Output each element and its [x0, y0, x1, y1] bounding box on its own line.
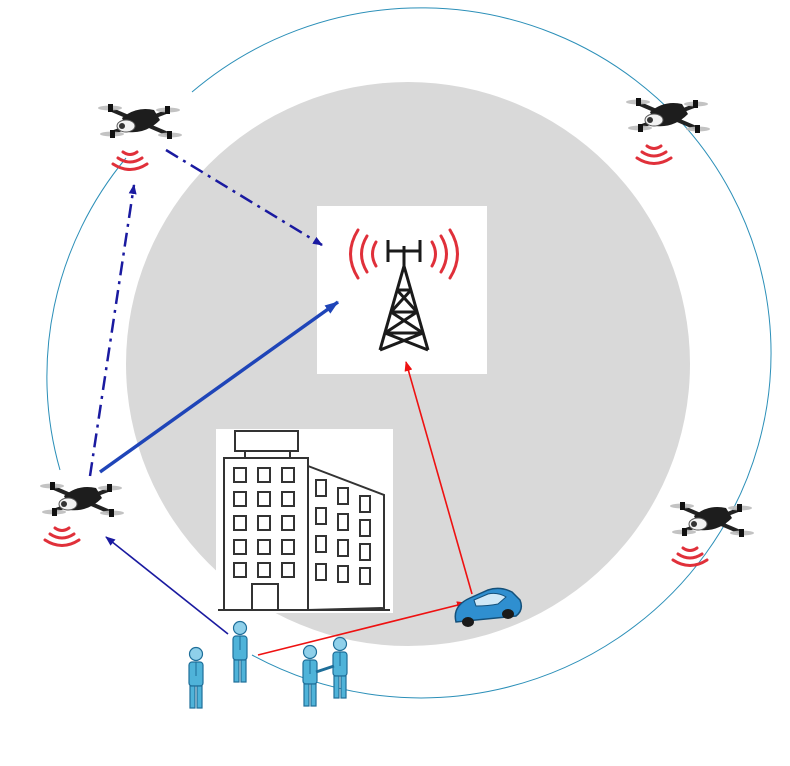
link-user-to-uav-left	[105, 536, 229, 635]
tower-panel	[317, 206, 487, 374]
user-a	[188, 646, 204, 709]
uav-right	[668, 500, 756, 567]
uav-top-right	[624, 96, 712, 165]
uav-orbit-arc-left	[46, 157, 127, 471]
uav-left	[38, 480, 126, 547]
link-uav-left-to-tower	[98, 300, 340, 474]
person-icon	[188, 646, 204, 709]
signal-waves-icon	[43, 526, 81, 547]
drone-icon	[96, 102, 184, 141]
person-icon	[302, 644, 318, 707]
uav-orbit-circle	[191, 7, 772, 699]
signal-waves-icon	[635, 144, 673, 165]
handshake-icon	[315, 664, 335, 674]
drone-icon	[38, 480, 126, 519]
tower-signal-icon	[349, 228, 459, 280]
drone-icon	[668, 500, 756, 539]
user-pair	[302, 636, 348, 707]
building-icon	[216, 429, 393, 613]
link-uav-left-to-uav-top-left	[88, 184, 137, 477]
link-car-to-tower	[404, 361, 473, 595]
drone-icon	[624, 96, 712, 135]
signal-waves-icon	[111, 150, 149, 171]
link-user-to-car	[257, 601, 467, 656]
person-icon	[232, 620, 248, 683]
cell-tower-icon	[378, 240, 430, 352]
link-uav-top-left-to-tower	[165, 148, 323, 247]
car-icon	[454, 587, 523, 627]
links	[88, 148, 473, 656]
user-b	[232, 620, 248, 683]
signal-waves-icon	[671, 546, 709, 567]
uav-top-left	[96, 102, 184, 171]
